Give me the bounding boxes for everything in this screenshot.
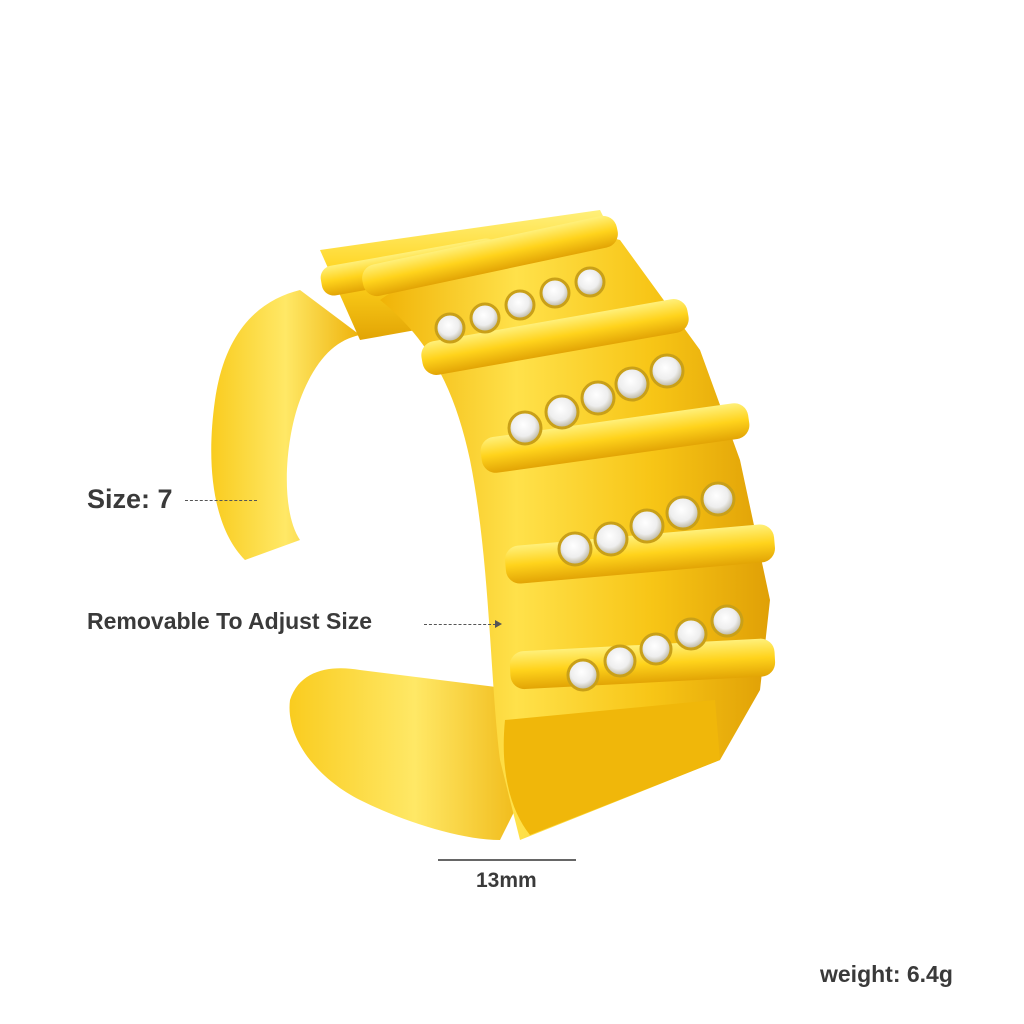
ring-ridges [320, 215, 776, 690]
ring-front-arm [289, 668, 540, 840]
crystal-row-1 [434, 266, 606, 344]
ring-bottom-band [503, 700, 720, 835]
adjust-leader-line [424, 624, 496, 625]
width-measure-line [438, 859, 576, 861]
width-label: 13mm [476, 869, 537, 892]
arrow-right-icon [495, 620, 502, 628]
crystal-row-2 [507, 353, 685, 446]
adjust-label: Removable To Adjust Size [87, 608, 372, 634]
crystal-row-3 [557, 481, 736, 567]
size-label: Size: 7 [87, 484, 173, 514]
size-leader-line [185, 500, 257, 501]
weight-label: weight: 6.4g [820, 961, 953, 987]
crystal-row-4 [566, 604, 744, 692]
